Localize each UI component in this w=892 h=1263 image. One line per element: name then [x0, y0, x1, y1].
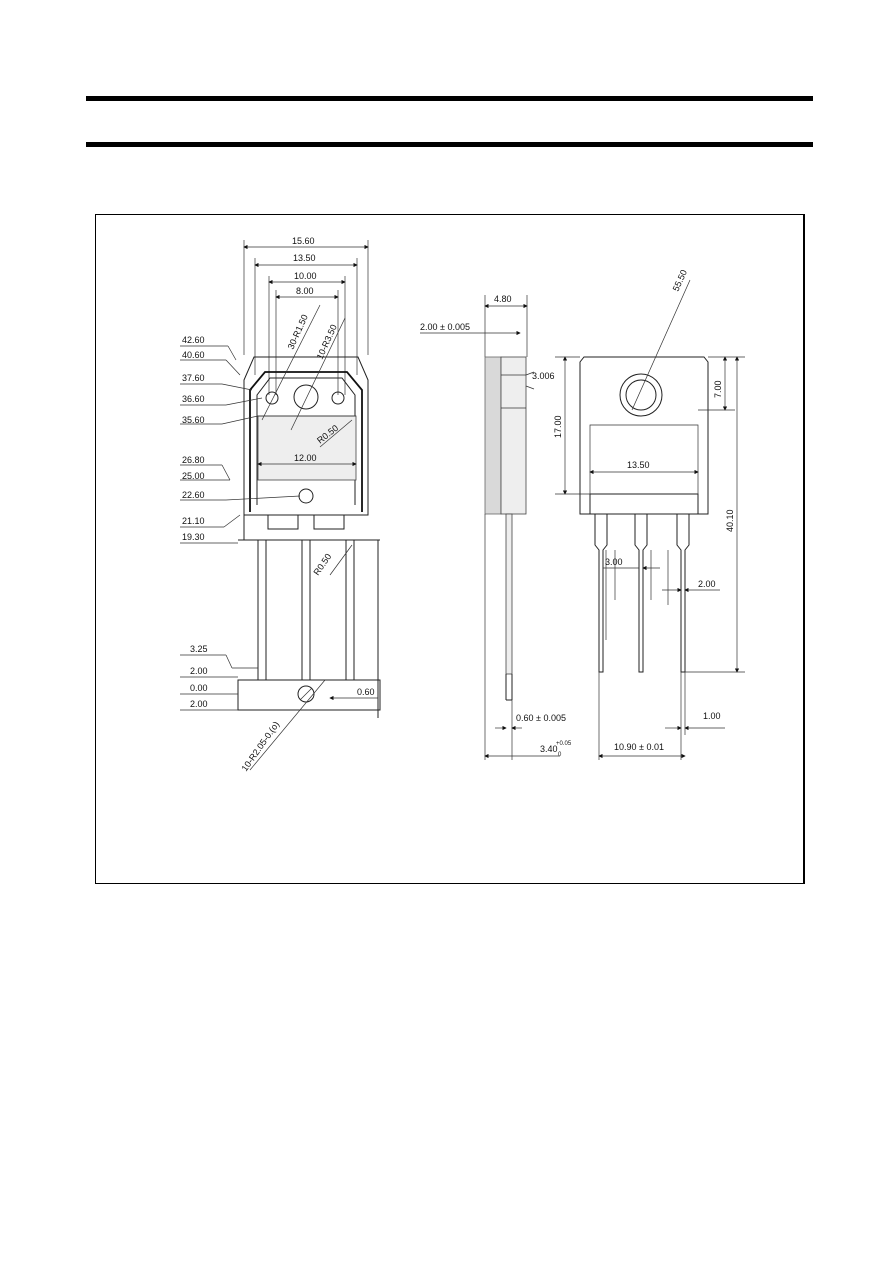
- tol-sub: 0: [558, 752, 562, 758]
- dim-21-10: 21.10: [182, 516, 205, 526]
- dim-4-80: 4.80: [494, 294, 512, 304]
- dim-2-00-rear: 2.00: [698, 579, 716, 589]
- dim-40-60: 40.60: [182, 350, 205, 360]
- dim-37-60: 37.60: [182, 373, 205, 383]
- dim-13-50: 13.50: [293, 253, 316, 263]
- dim-42-60: 42.60: [182, 335, 205, 345]
- dim-3-00: 3.00: [605, 557, 623, 567]
- dim-15-60: 15.60: [292, 236, 315, 246]
- dim-2-00-tol: 2.00 ± 0.005: [420, 322, 470, 332]
- dim-26-80: 26.80: [182, 455, 205, 465]
- dim-1-00: 1.00: [703, 711, 721, 721]
- front-view: 15.60 13.50 10.00 8.00 30-R1.50 10-R3.50…: [180, 236, 381, 773]
- tol-sup: +0.05: [556, 741, 572, 747]
- side-view: 4.80 2.00 ± 0.005 3.006 0.60 ± 0.005 3.4…: [420, 294, 572, 760]
- dim-2-00-a: 2.00: [190, 666, 208, 676]
- dim-3-25: 3.25: [190, 644, 208, 654]
- dim-25-00: 25.00: [182, 471, 205, 481]
- dim-0-60: 0.60: [357, 687, 375, 697]
- dim-10-90-tol: 10.90 ± 0.01: [614, 742, 664, 752]
- dim-36-60: 36.60: [182, 394, 205, 404]
- dim-12-00: 12.00: [294, 453, 317, 463]
- dim-40-10: 40.10: [725, 509, 735, 532]
- header-rule-bottom: [86, 142, 813, 147]
- dim-2-00-b: 2.00: [190, 699, 208, 709]
- dim-r0-50-lead: R0.50: [311, 552, 333, 577]
- dim-0-00: 0.00: [190, 683, 208, 693]
- dim-10-00: 10.00: [294, 271, 317, 281]
- drawing-frame: [95, 214, 805, 884]
- dim-35-60: 35.60: [182, 415, 205, 425]
- dim-13-50-rear: 13.50: [627, 460, 650, 470]
- dim-3-40: 3.40: [540, 744, 558, 754]
- dim-22-60: 22.60: [182, 490, 205, 500]
- header-rule-top: [86, 96, 813, 101]
- dim-8-00: 8.00: [296, 286, 314, 296]
- bottom-hole-label: 10-R2.05-0.(o): [239, 719, 281, 773]
- rear-view: 55.50 7.00 17.00 13.50 40.10 3.00 2.00 1…: [553, 268, 745, 760]
- dim-7-00: 7.00: [713, 380, 723, 398]
- dim-17-00: 17.00: [553, 415, 563, 438]
- dim-19-30: 19.30: [182, 532, 205, 542]
- dim-3-006: 3.006: [532, 371, 555, 381]
- dim-0-60-tol: 0.60 ± 0.005: [516, 713, 566, 723]
